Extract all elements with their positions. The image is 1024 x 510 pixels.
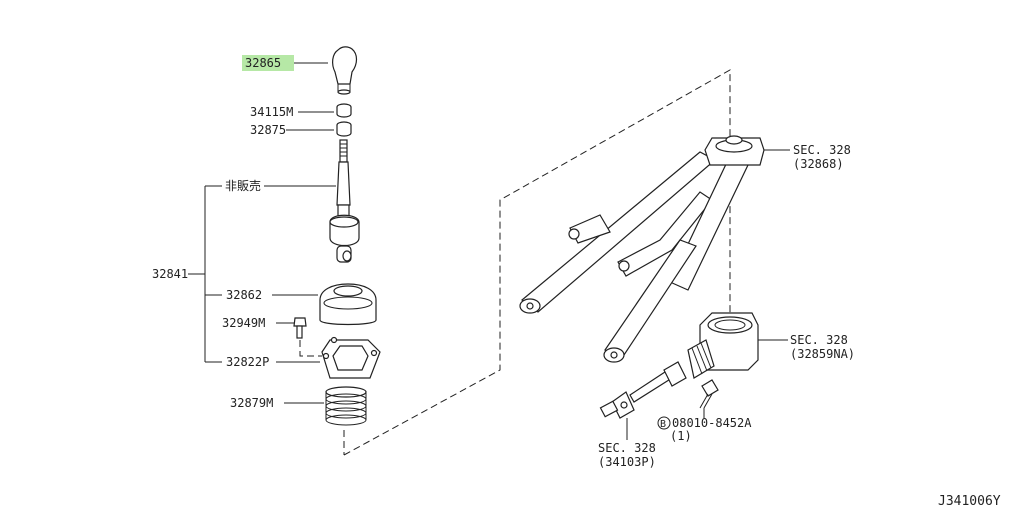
part-label-32822p[interactable]: 32822P: [226, 355, 269, 369]
gasket-plate: [321, 336, 381, 379]
control-lever: [329, 139, 360, 263]
part-label-32862[interactable]: 32862: [226, 288, 262, 302]
part-label-32949m[interactable]: 32949M: [222, 316, 265, 330]
shift-housing: [687, 312, 759, 379]
shift-knob: [332, 46, 358, 95]
bushing: [336, 121, 352, 137]
bolt-type-circle: [657, 416, 671, 430]
bolt-32949m: [293, 317, 307, 352]
bolt-quantity: (1): [670, 429, 692, 443]
part-label-08010-8452a[interactable]: 08010-8452A: [672, 416, 752, 430]
shift-rod-joint: [599, 361, 687, 419]
not-for-sale-label: 非販売: [225, 178, 261, 193]
diagram-code: J341006Y: [938, 494, 1001, 509]
part-label-34115m[interactable]: 34115M: [250, 105, 293, 119]
bolt-type-letter: B: [660, 419, 666, 430]
section-ref-34103p[interactable]: (34103P): [598, 455, 656, 469]
lock-nut: [336, 103, 352, 118]
section-ref-sec328-b[interactable]: SEC. 328: [790, 333, 848, 347]
section-ref-sec328-c[interactable]: SEC. 328: [598, 441, 656, 455]
shift-control-bracket: [519, 135, 765, 363]
part-32865-highlight: [242, 55, 294, 71]
boot-dust: [319, 283, 377, 326]
part-label-32865[interactable]: 32865: [245, 56, 281, 70]
part-label-32875[interactable]: 32875: [250, 123, 286, 137]
section-ref-32859na[interactable]: (32859NA): [790, 347, 855, 361]
bracket-32841: [188, 185, 222, 363]
part-label-32879m[interactable]: 32879M: [230, 396, 273, 410]
section-ref-32868[interactable]: (32868): [793, 157, 844, 171]
part-label-32841[interactable]: 32841: [152, 267, 188, 281]
spring: [325, 386, 367, 426]
section-ref-sec328-a[interactable]: SEC. 328: [793, 143, 851, 157]
bolt-path-dashed: [299, 352, 322, 357]
bolt-08010-8452a: [699, 379, 719, 409]
